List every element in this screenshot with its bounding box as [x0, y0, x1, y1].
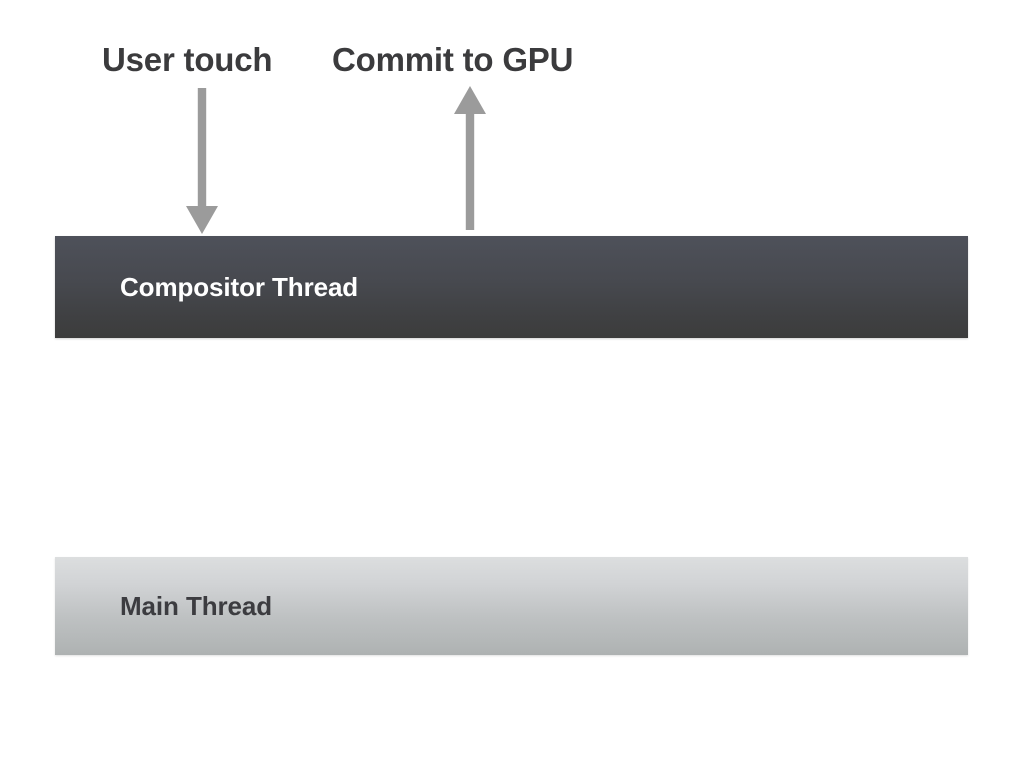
lane-label-main-thread: Main Thread	[120, 590, 273, 621]
lane-compositor-thread: Compositor Thread	[55, 236, 968, 338]
annotation-label-commit-to-gpu: Commit to GPU	[332, 41, 574, 78]
arrow-down-icon	[186, 88, 218, 234]
lane-main-thread: Main Thread	[55, 557, 968, 655]
annotation-label-user-touch: User touch	[102, 41, 273, 78]
lane-label-compositor-thread: Compositor Thread	[120, 271, 359, 302]
arrow-up-icon	[454, 86, 486, 230]
